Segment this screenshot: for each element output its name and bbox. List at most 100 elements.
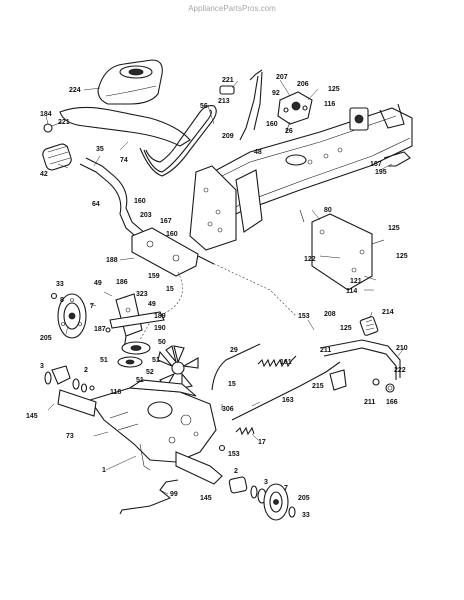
right-axle-hub-part	[228, 476, 296, 521]
chassis-frame-part	[189, 103, 413, 251]
callout-74: 74	[120, 157, 128, 164]
callout-187: 187	[94, 326, 106, 333]
pedal-shaft-part	[42, 143, 147, 241]
callout-214: 214	[382, 309, 394, 316]
rear-clip-part	[383, 151, 411, 167]
callout-125: 125	[328, 86, 340, 93]
callout-221-b: 221	[58, 119, 70, 126]
fuel-tank-part	[97, 59, 163, 105]
callout-186: 186	[116, 279, 128, 286]
callout-92: 92	[272, 90, 280, 97]
idler-spring-part	[218, 404, 255, 452]
callout-145: 145	[26, 413, 38, 420]
callout-215: 215	[312, 383, 324, 390]
callout-209: 209	[222, 133, 234, 140]
callout-33-b: 33	[302, 512, 310, 519]
callout-51-c: 51	[136, 377, 144, 384]
callout-2-b: 2	[234, 468, 238, 475]
callout-125-b: 125	[388, 225, 400, 232]
callout-3: 3	[40, 363, 44, 370]
callout-2: 2	[84, 367, 88, 374]
callout-207: 207	[276, 74, 288, 81]
callout-163: 163	[282, 397, 294, 404]
callout-167-b: 167	[160, 218, 172, 225]
callout-190: 190	[154, 325, 166, 332]
callout-122: 122	[304, 256, 316, 263]
left-wheel-hub-part	[50, 292, 87, 339]
callout-189: 189	[154, 313, 166, 320]
callout-17: 17	[258, 439, 266, 446]
callout-26: 26	[285, 128, 293, 135]
callout-195: 195	[375, 169, 387, 176]
callout-49-b: 49	[148, 301, 156, 308]
callout-210: 210	[396, 345, 408, 352]
callout-211: 211	[320, 347, 331, 354]
callout-56: 56	[200, 103, 208, 110]
callout-213: 213	[218, 98, 230, 105]
callout-167: 167	[370, 161, 382, 168]
callout-80: 80	[324, 207, 332, 214]
callout-161: 161	[280, 359, 292, 366]
callout-203: 203	[140, 212, 152, 219]
callout-145-b: 145	[200, 495, 212, 502]
callout-208: 208	[324, 311, 336, 318]
callout-125-c: 125	[396, 253, 408, 260]
steering-rod-part	[219, 69, 263, 141]
callout-160: 160	[266, 121, 278, 128]
callout-3-b: 3	[264, 479, 268, 486]
shift-linkage-part	[131, 227, 215, 277]
cable-path-right	[209, 261, 297, 317]
callout-15: 15	[166, 286, 174, 293]
left-axle-spacer-part	[44, 365, 95, 393]
pivot-bracket-part	[277, 91, 313, 125]
watermark: AppliancePartsPros.com	[188, 4, 276, 13]
callout-211-b: 211	[364, 399, 375, 406]
callout-33: 33	[56, 281, 64, 288]
callout-35: 35	[96, 146, 104, 153]
callout-1: 1	[102, 467, 106, 474]
seat-bracket-part	[43, 106, 191, 147]
callout-125-d: 125	[340, 325, 352, 332]
callout-42: 42	[40, 171, 48, 178]
callout-221: 221	[222, 77, 234, 84]
brake-linkage-part	[105, 293, 165, 351]
callout-50: 50	[158, 339, 166, 346]
pulley-part	[117, 341, 151, 368]
callout-15-b: 15	[228, 381, 236, 388]
callout-7-b: 7	[284, 485, 288, 492]
drive-belt-part	[139, 105, 217, 177]
pedal-assembly-part	[319, 316, 401, 393]
callout-121: 121	[350, 278, 362, 285]
callout-323: 323	[136, 291, 148, 298]
callout-206: 206	[297, 81, 309, 88]
callout-184: 184	[40, 111, 52, 118]
callout-306: 306	[222, 406, 234, 413]
callouts: 224 221 213 207 92 206 125 116 184 221 5…	[26, 74, 408, 519]
transaxle-part	[57, 379, 223, 485]
callout-73: 73	[66, 433, 74, 440]
callout-29: 29	[230, 347, 238, 354]
callout-205: 205	[40, 335, 52, 342]
callout-222: 222	[394, 367, 406, 374]
callout-114: 114	[346, 288, 357, 295]
callout-49: 49	[94, 280, 102, 287]
callout-51: 51	[100, 357, 108, 364]
spring-part	[257, 355, 297, 368]
callout-153: 153	[298, 313, 310, 320]
callout-159: 159	[148, 273, 160, 280]
callout-224: 224	[69, 87, 81, 94]
callout-7: 7	[90, 303, 94, 310]
shift-rod-part	[119, 479, 179, 515]
callout-8: 8	[60, 297, 64, 304]
callout-160-b: 160	[134, 198, 146, 205]
callout-51-b: 51	[152, 357, 160, 364]
callout-99: 99	[170, 491, 178, 498]
callout-116: 116	[324, 101, 335, 108]
callout-188: 188	[106, 257, 118, 264]
callout-160-c: 160	[166, 231, 178, 238]
callout-64: 64	[92, 201, 100, 208]
control-rod-part	[211, 343, 341, 421]
callout-205-b: 205	[298, 495, 310, 502]
callout-166: 166	[386, 399, 398, 406]
